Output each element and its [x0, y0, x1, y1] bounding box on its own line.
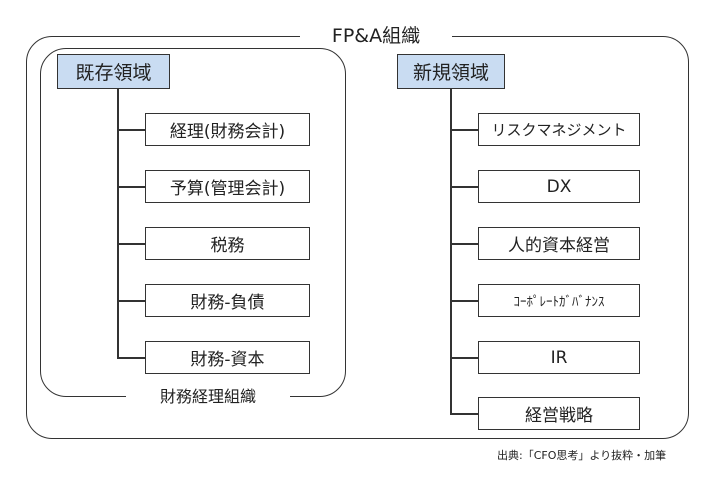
existing-item-budget: 予算(管理会計): [145, 170, 310, 203]
connector: [117, 357, 145, 359]
existing-tree-trunk: [117, 89, 119, 359]
connector: [450, 129, 478, 131]
new-item-ir: IR: [478, 341, 640, 374]
existing-item-finance-equity: 財務-資本: [145, 341, 310, 374]
connector: [117, 129, 145, 131]
connector: [117, 243, 145, 245]
existing-domain-header: 既存領域: [57, 54, 170, 89]
connector: [117, 300, 145, 302]
diagram-title: FP&A組織: [300, 24, 452, 48]
new-item-business-strategy: 経営戦略: [478, 397, 640, 430]
new-tree-trunk: [450, 89, 452, 414]
connector: [117, 186, 145, 188]
source-note: 出典:「CFO思考」より抜粋・加筆: [497, 449, 667, 462]
new-item-corporate-governance: ｺｰﾎﾟﾚｰﾄｶﾞﾊﾞﾅﾝｽ: [478, 284, 640, 317]
new-item-risk-management: リスクマネジメント: [478, 113, 640, 146]
connector: [450, 413, 478, 415]
connector: [450, 186, 478, 188]
connector: [450, 357, 478, 359]
connector: [450, 300, 478, 302]
new-domain-header: 新規領域: [397, 54, 505, 89]
new-item-dx: DX: [478, 170, 640, 203]
finance-accounting-label: 財務経理組織: [126, 385, 290, 409]
existing-item-finance-debt: 財務-負債: [145, 284, 310, 317]
existing-item-tax: 税務: [145, 227, 310, 260]
new-item-human-capital: 人的資本経営: [478, 227, 640, 260]
existing-item-accounting: 経理(財務会計): [145, 113, 310, 146]
connector: [450, 243, 478, 245]
